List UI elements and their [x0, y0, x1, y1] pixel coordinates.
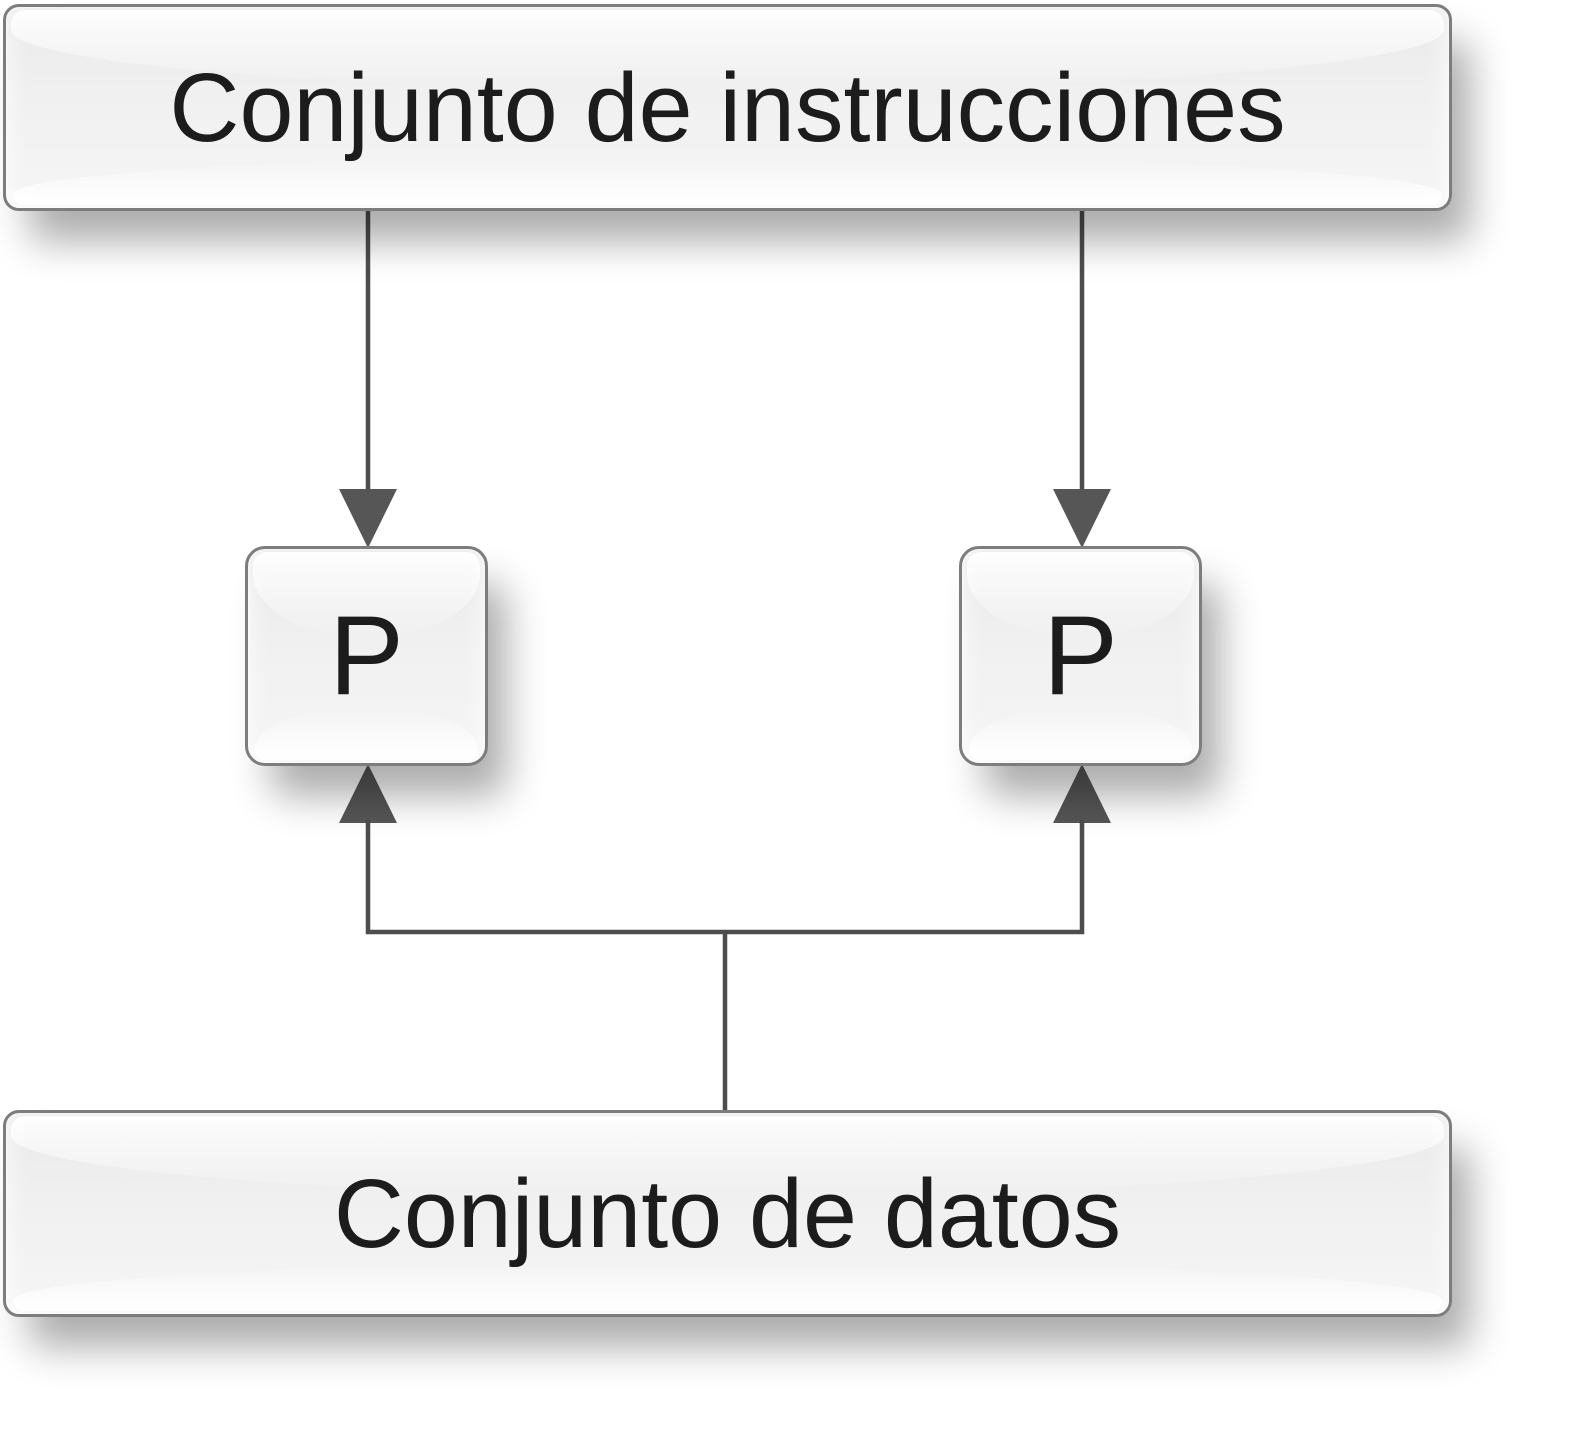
- arrowhead-up-icon: [339, 764, 397, 823]
- data-set-label: Conjunto de datos: [333, 1159, 1122, 1268]
- node-data-set: Conjunto de datos: [3, 1110, 1452, 1317]
- processor-left-label: P: [329, 593, 404, 718]
- node-processor-right: P: [959, 546, 1202, 766]
- arrowhead-down-icon: [1053, 489, 1111, 548]
- node-processor-left: P: [245, 546, 488, 766]
- edge-instructions-to-processor-right: [1053, 210, 1111, 548]
- edge-instructions-to-processor-left: [339, 210, 397, 548]
- edge-elbow-rail: [366, 929, 1084, 1112]
- instruction-set-label: Conjunto de instrucciones: [169, 53, 1286, 162]
- edge-data-to-processor-right: [1053, 764, 1111, 934]
- processor-right-label: P: [1043, 593, 1118, 718]
- arrowhead-down-icon: [339, 489, 397, 548]
- edge-data-to-processor-left: [339, 764, 397, 934]
- arrowhead-up-icon: [1053, 764, 1111, 823]
- node-instruction-set: Conjunto de instrucciones: [3, 4, 1452, 211]
